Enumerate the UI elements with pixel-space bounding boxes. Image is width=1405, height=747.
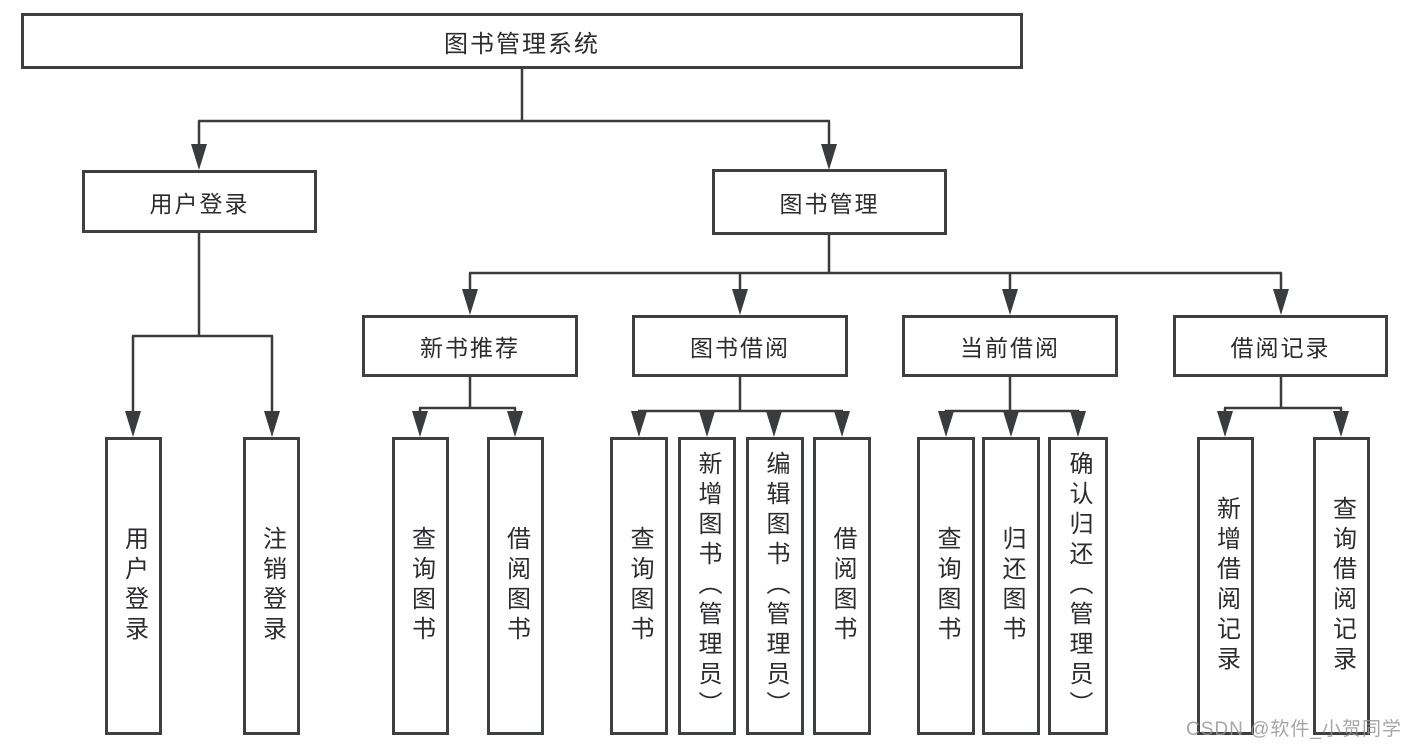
leaf-logout: 注销登录: [243, 437, 300, 735]
leaf-borrow-books-borrowing-label: 借阅图书: [829, 526, 856, 646]
leaf-edit-book-admin-label: 编辑图书（管理员）: [762, 451, 789, 721]
leaf-add-book-admin-label: 新增图书（管理员）: [694, 451, 721, 721]
leaf-query-books-borrowing: 查询图书: [610, 437, 668, 735]
leaf-add-borrow-record-label: 新增借阅记录: [1212, 496, 1240, 676]
leaf-query-borrow-record: 查询借阅记录: [1313, 437, 1370, 735]
leaf-add-borrow-record: 新增借阅记录: [1197, 437, 1254, 735]
node-current-borrowing-label: 当前借阅: [960, 335, 1060, 361]
leaf-query-borrow-record-label: 查询借阅记录: [1328, 496, 1356, 676]
leaf-borrow-books-recommend-label: 借阅图书: [502, 526, 530, 646]
leaf-borrow-books-borrowing: 借阅图书: [813, 437, 871, 735]
node-book-management-label: 图书管理: [779, 191, 880, 217]
leaf-edit-book-admin: 编辑图书（管理员）: [746, 437, 804, 735]
leaf-return-books-label: 归还图书: [998, 526, 1025, 646]
leaf-logout-label: 注销登录: [258, 526, 286, 646]
leaf-query-books-current: 查询图书: [917, 437, 975, 735]
node-user-login: 用户登录: [82, 170, 317, 233]
node-book-borrowing: 图书借阅: [632, 315, 848, 377]
leaf-query-books-borrowing-label: 查询图书: [626, 526, 653, 646]
node-new-book-recommendation-label: 新书推荐: [420, 335, 520, 361]
leaf-user-login-label: 用户登录: [120, 526, 148, 646]
node-book-borrowing-label: 图书借阅: [690, 335, 790, 361]
node-library-system: 图书管理系统: [21, 13, 1023, 69]
leaf-return-books: 归还图书: [982, 437, 1040, 735]
leaf-borrow-books-recommend: 借阅图书: [487, 437, 544, 735]
node-book-management: 图书管理: [712, 169, 947, 235]
leaf-user-login: 用户登录: [105, 437, 162, 735]
leaf-confirm-return-admin-label: 确认归还（管理员）: [1065, 451, 1092, 721]
node-user-login-label: 用户登录: [149, 190, 250, 217]
leaf-confirm-return-admin: 确认归还（管理员）: [1048, 437, 1108, 735]
watermark-text: CSDN @软件_小贺同学: [1186, 719, 1402, 740]
leaf-add-book-admin: 新增图书（管理员）: [678, 437, 736, 735]
node-new-book-recommendation: 新书推荐: [362, 315, 578, 377]
node-borrowing-records-label: 借阅记录: [1230, 335, 1331, 361]
leaf-query-books-current-label: 查询图书: [933, 526, 960, 646]
node-current-borrowing: 当前借阅: [902, 315, 1118, 377]
leaf-query-books-recommend-label: 查询图书: [407, 526, 435, 646]
leaf-query-books-recommend: 查询图书: [392, 437, 449, 735]
node-borrowing-records: 借阅记录: [1173, 315, 1388, 377]
node-library-system-label: 图书管理系统: [444, 30, 600, 58]
